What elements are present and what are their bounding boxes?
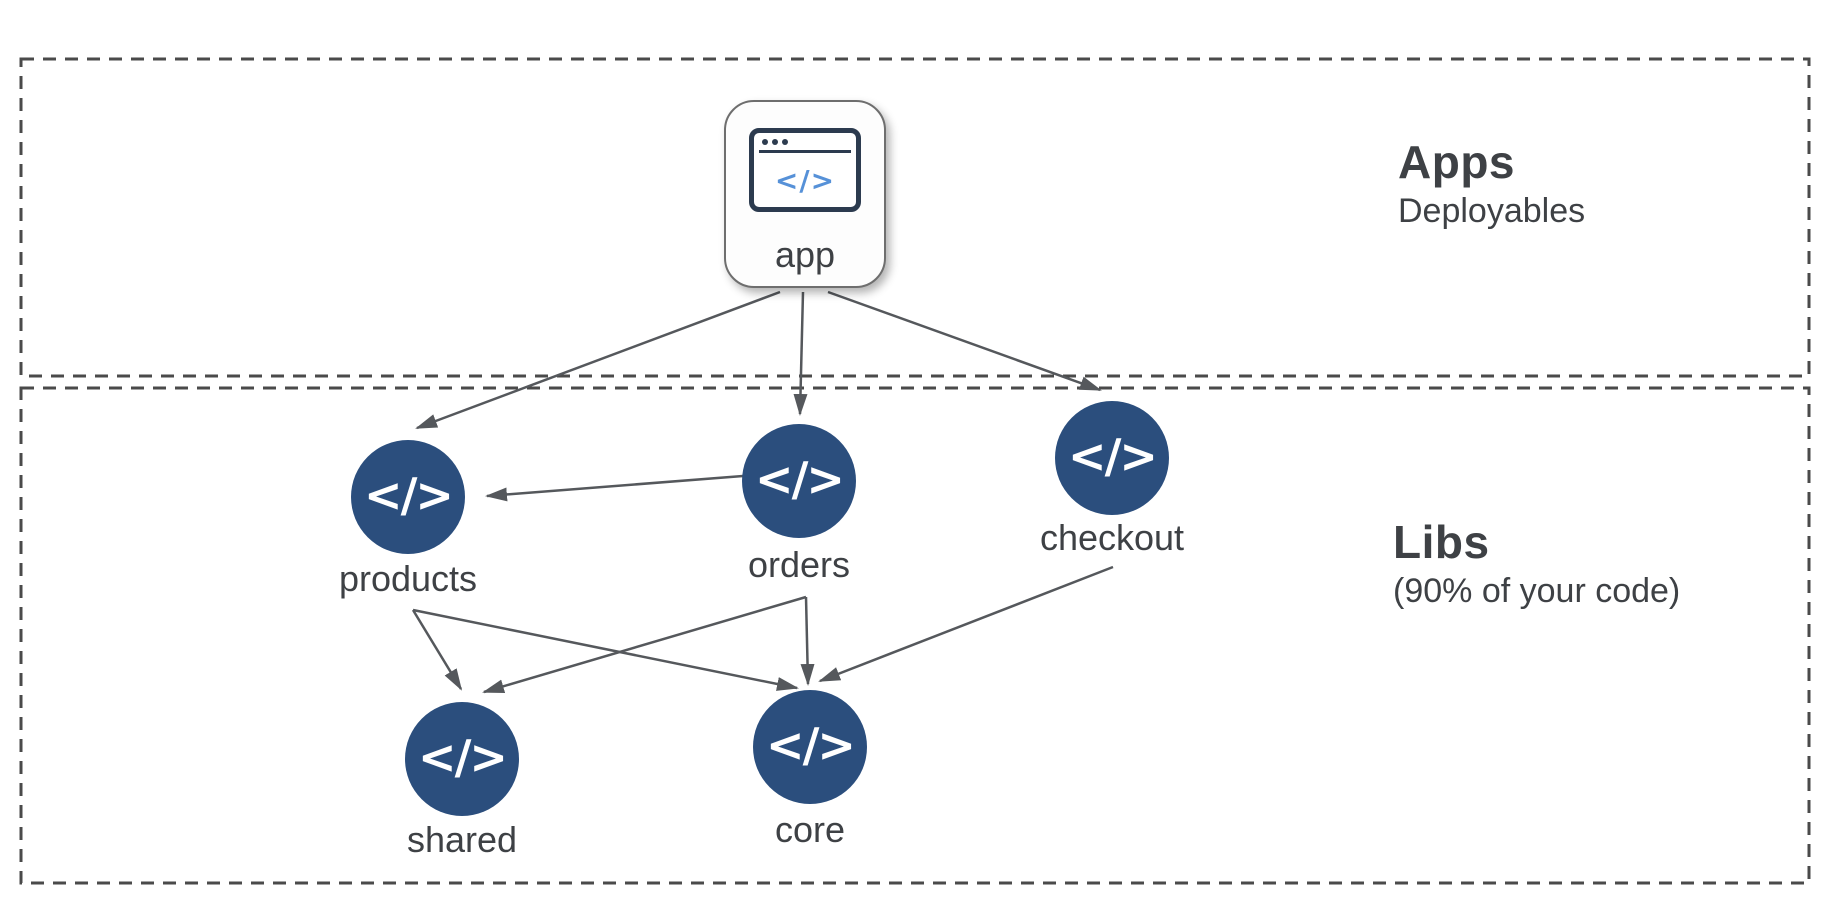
- edge-app-products: [415, 290, 781, 430]
- node-label-checkout: checkout: [1039, 517, 1185, 558]
- browser-dot-icon: [772, 139, 778, 145]
- node-shared: </>: [405, 702, 519, 816]
- edge-app-checkout: [827, 290, 1102, 392]
- edge-products-shared: [411, 609, 463, 691]
- node-label-orders: orders: [747, 544, 851, 585]
- edge-orders-shared: [482, 595, 807, 694]
- browser-dot-icon: [782, 139, 788, 145]
- node-orders: </>: [742, 424, 856, 538]
- libs-region-title: Libs: [1393, 516, 1490, 568]
- libs-region-subtitle: (90% of your code): [1393, 572, 1681, 610]
- browser-window-icon: </>: [749, 128, 861, 212]
- apps-region-label: Apps Deployables: [1398, 134, 1585, 232]
- node-label-core: core: [774, 809, 846, 850]
- code-icon: </>: [774, 163, 836, 197]
- edge-orders-products: [485, 474, 744, 502]
- code-icon: </>: [364, 468, 454, 522]
- code-icon: </>: [755, 452, 845, 506]
- code-icon: </>: [766, 718, 856, 772]
- code-icon: </>: [1068, 429, 1158, 483]
- node-products: </>: [351, 440, 465, 554]
- node-label-app: app: [774, 234, 836, 275]
- apps-region-border: [19, 57, 1811, 378]
- browser-dot-icon: [762, 139, 768, 145]
- node-checkout: </>: [1055, 401, 1169, 515]
- node-label-products: products: [338, 558, 478, 599]
- apps-region-title: Apps: [1398, 136, 1515, 188]
- code-icon: </>: [418, 730, 508, 784]
- node-app: </> app: [724, 100, 886, 288]
- apps-region-subtitle: Deployables: [1398, 192, 1586, 230]
- node-label-shared: shared: [406, 819, 518, 860]
- edge-app-orders: [793, 291, 808, 416]
- node-core: </>: [753, 690, 867, 804]
- libs-region-label: Libs (90% of your code): [1393, 514, 1680, 612]
- edge-orders-core: [800, 596, 815, 686]
- browser-header: [759, 133, 851, 153]
- edge-products-core: [412, 608, 799, 691]
- libs-region-border: [19, 386, 1811, 885]
- edge-checkout-core: [818, 565, 1114, 683]
